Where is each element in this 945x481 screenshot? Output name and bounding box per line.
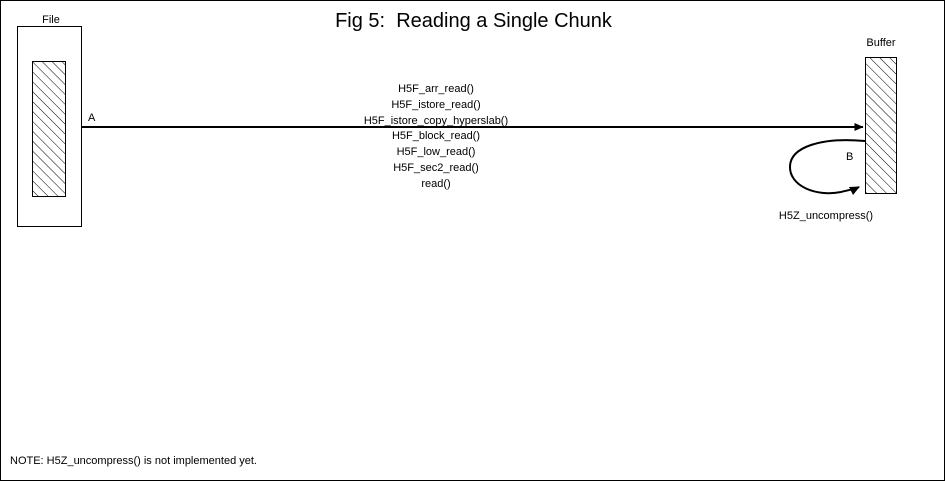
call-stack-item: H5F_block_read(): [391, 130, 481, 143]
call-stack-item: H5F_arr_read(): [398, 83, 474, 95]
call-stack-item: H5F_istore_copy_hyperslab(): [363, 114, 509, 127]
edge-a-call-stack: H5F_arr_read() H5F_istore_read() H5F_ist…: [331, 82, 541, 193]
call-stack-item: read(): [421, 177, 451, 190]
edge-b-marker-label: B: [846, 151, 854, 163]
figure-note: NOTE: H5Z_uncompress() is not implemente…: [10, 455, 257, 467]
edge-a-marker-label: A: [88, 112, 96, 124]
file-chunk-hatched: [32, 61, 66, 197]
file-node-label: File: [42, 14, 60, 26]
figure-title: Fig 5: Reading a Single Chunk: [335, 10, 612, 32]
call-stack-item: H5F_low_read(): [396, 146, 476, 159]
call-stack-item: H5F_sec2_read(): [393, 161, 479, 174]
edge-b-call-label: H5Z_uncompress(): [778, 210, 874, 222]
edge-b-loop-arrow: [788, 139, 866, 196]
call-stack-item: H5F_istore_read(): [391, 98, 481, 111]
buffer-box-hatched: [865, 57, 897, 194]
buffer-node-label: Buffer: [866, 37, 896, 49]
